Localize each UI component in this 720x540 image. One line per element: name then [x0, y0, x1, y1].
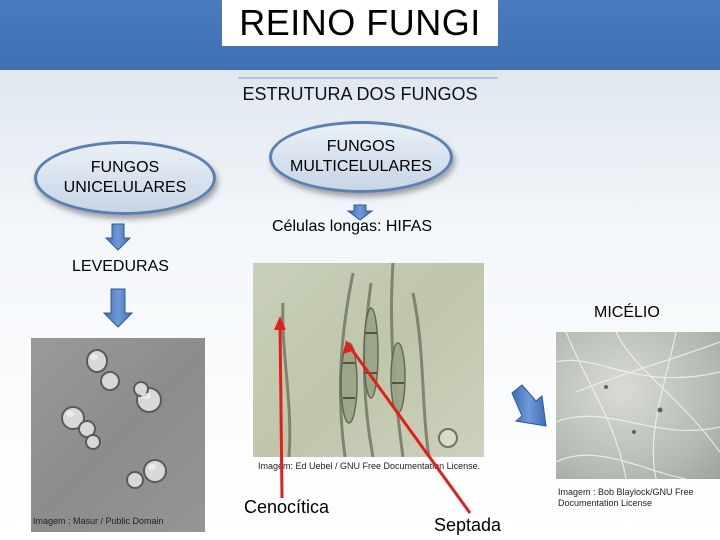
arrow-down-unicellular: [106, 224, 130, 250]
pointer-cenocitica: [274, 316, 286, 498]
arrow-diagonal-micelio: [512, 385, 546, 426]
arrow-down-multicellular: [348, 205, 372, 220]
pointer-septada: [343, 340, 470, 513]
arrow-down-leveduras: [104, 289, 132, 327]
